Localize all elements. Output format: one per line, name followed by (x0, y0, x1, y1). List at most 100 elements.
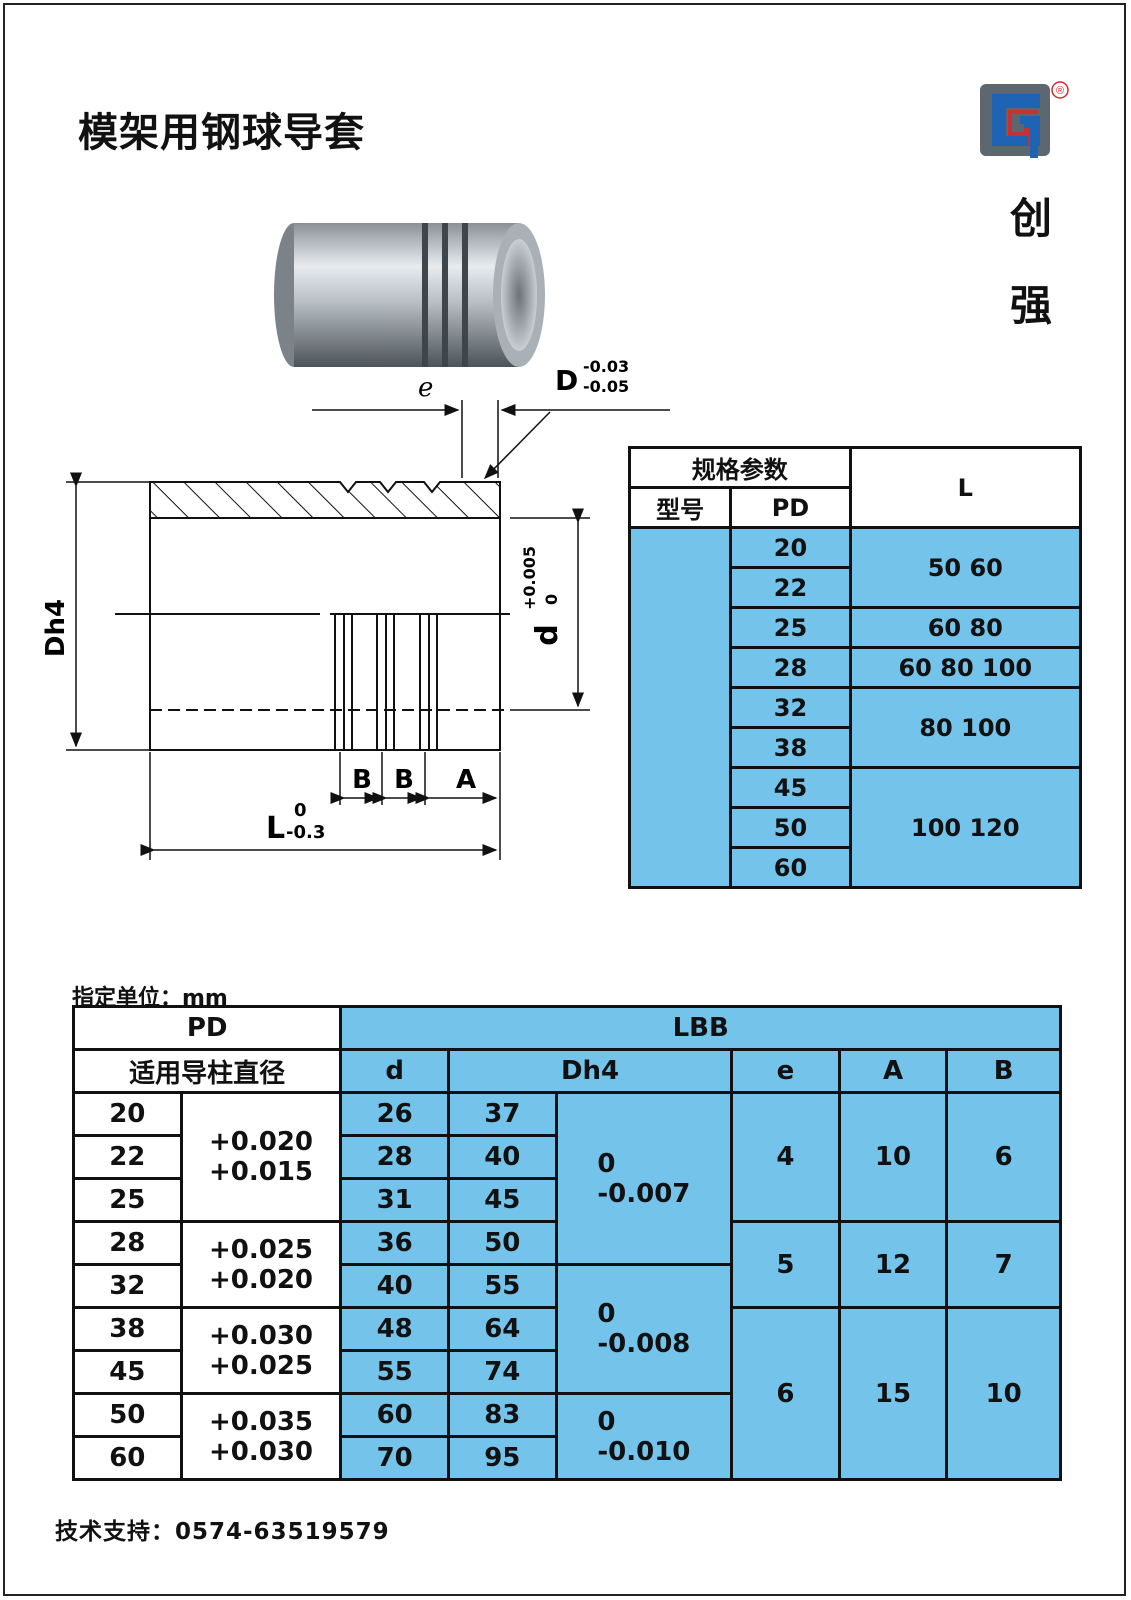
dim-dh4-tol-cell: 0-0.008 (554, 1263, 734, 1395)
pd-tol-upper: +0.025 (208, 1234, 313, 1265)
dim-pd-cell: 20 (72, 1091, 183, 1137)
spec-pd-cell: 22 (729, 566, 852, 609)
dim-d-cell: 40 (339, 1263, 450, 1309)
brand-char-1: 创 (1010, 194, 1053, 243)
dim-pd-cell: 32 (72, 1263, 183, 1309)
brand-logo: ® (980, 81, 1069, 158)
spec-l-cell: 80 100 (848, 686, 1083, 769)
dim-pd-tol-cell: +0.030+0.025 (179, 1306, 343, 1395)
dim-pd-cell: 22 (72, 1134, 183, 1180)
pd-tol-upper: +0.030 (208, 1320, 313, 1351)
dim-d-cell: 36 (339, 1220, 450, 1266)
dim-pd-cell: 60 (72, 1435, 183, 1481)
page-border (3, 3, 1126, 1596)
dim-header-lbb: LBB (339, 1005, 1062, 1051)
technical-drawing: Dh4 d +0.005 0 e D -0.03 -0.05 B B A L 0… (41, 360, 670, 860)
spec-pd-cell: 45 (729, 766, 852, 809)
label-L: L (266, 811, 285, 846)
product-photo (274, 223, 545, 367)
label-D-tol-upper: -0.03 (583, 360, 629, 376)
dim-header-pd: PD (71, 1005, 343, 1051)
dim-d-cell: 28 (339, 1134, 450, 1180)
spec-table: 规格参数 L 型号 PD 20 50 60 22 25 60 80 28 60 … (627, 446, 1083, 889)
spec-l-cell: 100 120 (848, 766, 1083, 889)
dim-pd-cell: 38 (72, 1306, 183, 1352)
dh4-tol-upper: 0 (597, 1148, 616, 1179)
dim-dh4-cell: 50 (446, 1220, 558, 1266)
dim-d-cell: 31 (339, 1177, 450, 1223)
dim-a-cell: 15 (837, 1306, 949, 1481)
dim-dh4-cell: 55 (446, 1263, 558, 1309)
tech-support-phone: 技术支持：0574-63519579 (55, 1519, 390, 1545)
spec-pd-cell: 20 (729, 526, 852, 569)
dimension-table: PD LBB 适用导柱直径 d Dh4 e A B 20 +0.020+0.01… (71, 1005, 1062, 1481)
dim-e-cell: 5 (730, 1220, 841, 1309)
spec-pd-cell: 38 (729, 726, 852, 769)
dim-dh4-cell: 74 (446, 1349, 558, 1395)
label-dh4: Dh4 (41, 599, 71, 657)
dim-dh4-tol-cell: 0-0.007 (554, 1091, 734, 1266)
dim-d-cell: 26 (339, 1091, 450, 1137)
pd-tol-lower: +0.025 (208, 1350, 313, 1381)
dim-a-cell: 10 (837, 1091, 949, 1223)
pd-tol-lower: +0.015 (208, 1157, 313, 1187)
dh4-tol-lower: -0.007 (597, 1178, 691, 1209)
registered-mark: ® (1056, 85, 1064, 97)
dim-d-cell: 70 (339, 1435, 450, 1481)
dh4-tol-lower: -0.008 (597, 1329, 691, 1359)
dim-dh4-cell: 95 (446, 1435, 558, 1481)
dim-header-pd-sub: 适用导柱直径 (71, 1048, 343, 1094)
spec-pd-cell: 50 (729, 806, 852, 849)
spec-pd-cell: 60 (729, 846, 852, 889)
label-d-tol-lower: 0 (542, 594, 561, 605)
dim-header-d: d (339, 1048, 450, 1094)
spec-l-cell: 50 60 (848, 526, 1083, 609)
dim-pd-cell: 28 (72, 1220, 183, 1266)
label-a: A (456, 765, 476, 795)
spec-model-cell (627, 526, 733, 889)
dim-b-cell: 10 (945, 1306, 1062, 1481)
dim-header-a: A (837, 1048, 949, 1094)
dim-header-dh4: Dh4 (446, 1048, 734, 1094)
brand-char-2: 强 (1010, 281, 1053, 330)
label-d: d (530, 624, 565, 645)
dh4-tol-lower: -0.010 (597, 1436, 691, 1467)
label-L-tol-upper: 0 (294, 800, 307, 821)
dim-dh4-cell: 83 (446, 1392, 558, 1438)
label-b1: B (352, 765, 372, 795)
dim-header-b: B (945, 1048, 1062, 1094)
dim-b-cell: 7 (945, 1220, 1062, 1309)
spec-pd-cell: 32 (729, 686, 852, 729)
spec-pd-cell: 28 (729, 646, 852, 689)
label-d-tol-upper: +0.005 (520, 546, 539, 610)
dim-dh4-cell: 45 (446, 1177, 558, 1223)
label-L-tol-lower: -0.3 (286, 822, 325, 843)
spec-l-cell: 60 80 (848, 606, 1083, 649)
dim-pd-cell: 50 (72, 1392, 183, 1438)
spec-pd-cell: 25 (729, 606, 852, 649)
spec-header-model: 型号 (627, 486, 733, 529)
pd-tol-lower: +0.020 (208, 1264, 313, 1295)
dh4-tol-upper: 0 (597, 1406, 616, 1437)
dim-e-cell: 4 (730, 1091, 841, 1223)
dim-pd-tol-cell: +0.035+0.030 (179, 1392, 343, 1481)
dim-e-cell: 6 (730, 1306, 841, 1481)
dim-dh4-tol-cell: 0-0.010 (554, 1392, 734, 1481)
pd-tol-lower: +0.030 (208, 1436, 313, 1467)
dim-pd-cell: 45 (72, 1349, 183, 1395)
dim-header-e: e (730, 1048, 841, 1094)
dim-d-cell: 48 (339, 1306, 450, 1352)
pd-tol-upper: +0.035 (208, 1406, 313, 1437)
dim-dh4-cell: 37 (446, 1091, 558, 1137)
spec-header-pd: PD (729, 486, 852, 529)
dh4-tol-upper: 0 (597, 1299, 616, 1329)
dim-b-cell: 6 (945, 1091, 1062, 1223)
label-D: D (555, 364, 578, 397)
dim-d-cell: 55 (339, 1349, 450, 1395)
spec-header-group: 规格参数 (628, 446, 852, 489)
dim-pd-cell: 25 (72, 1177, 183, 1223)
dim-a-cell: 12 (837, 1220, 949, 1309)
label-b2: B (394, 765, 414, 795)
pd-tol-upper: +0.020 (208, 1127, 313, 1157)
dim-pd-tol-cell: +0.025+0.020 (179, 1220, 343, 1309)
